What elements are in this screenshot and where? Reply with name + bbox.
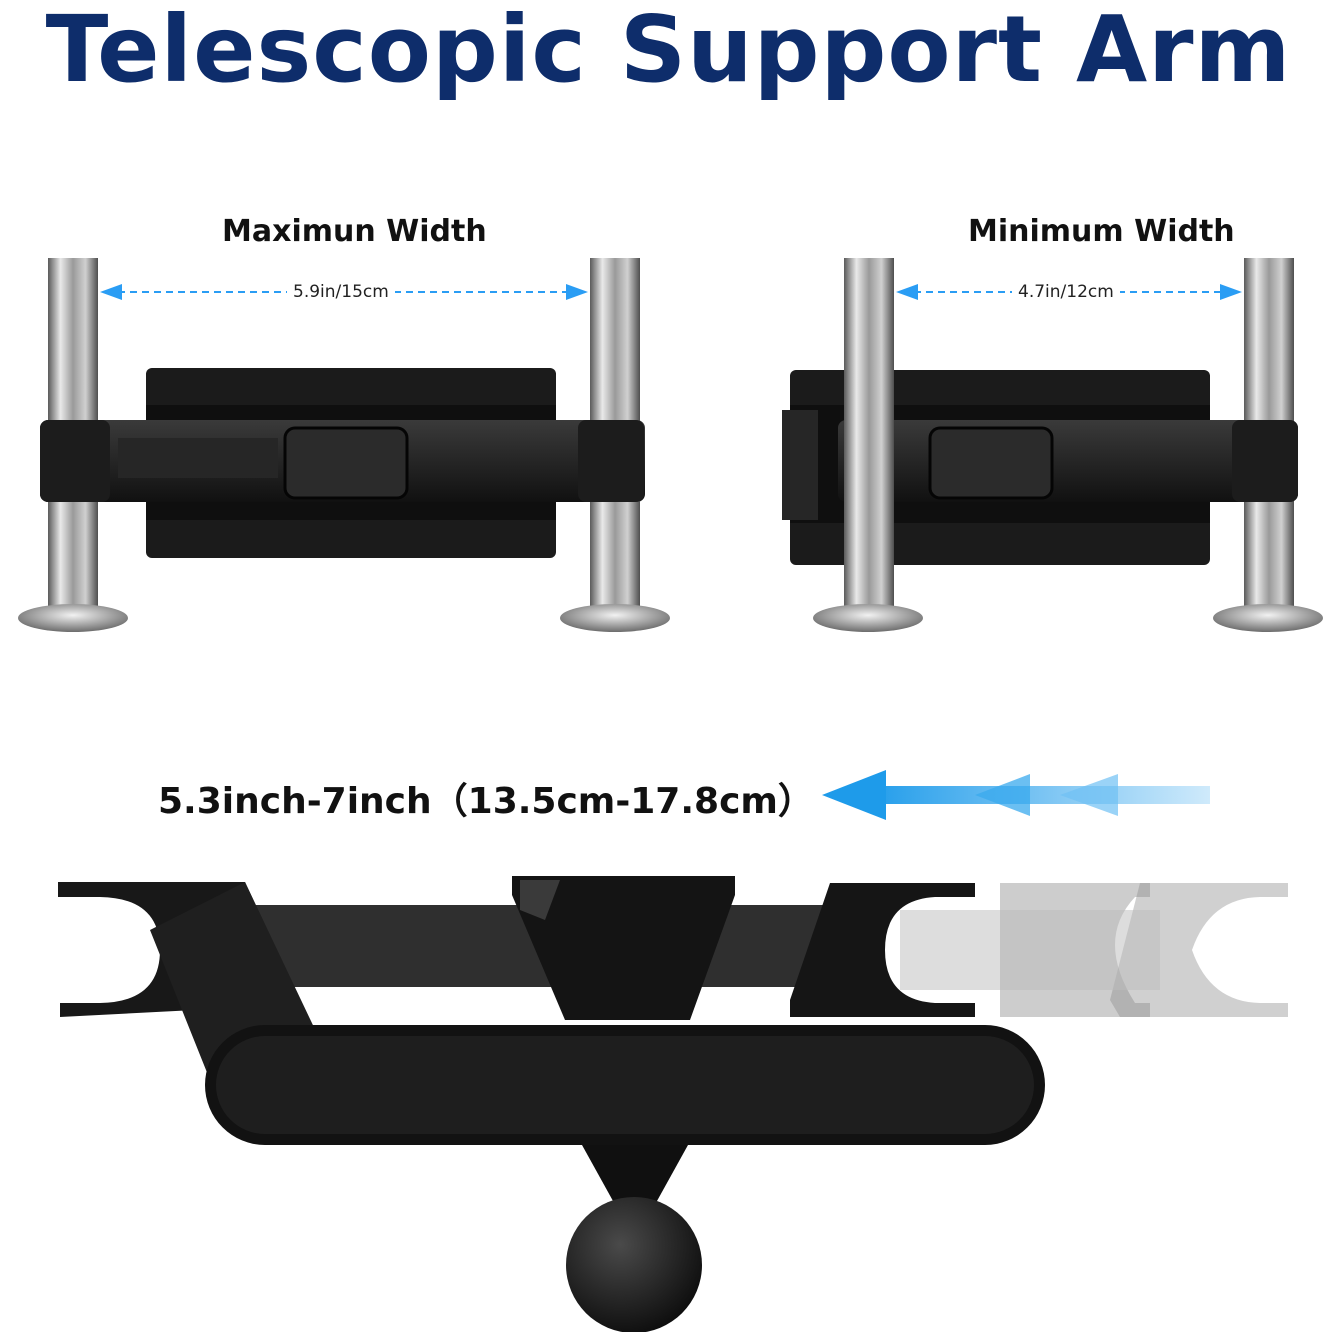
min-width-dimension: 4.7in/12cm: [1012, 282, 1120, 302]
min-width-label: Minimum Width: [968, 214, 1235, 249]
post-base-left: [18, 604, 128, 632]
max-width-label: Maximun Width: [222, 214, 487, 249]
arm-center-joint: [283, 426, 409, 500]
telescopic-arm: [838, 420, 1298, 502]
center-sleeve: [512, 876, 735, 1020]
arrow-head-right: [1220, 284, 1242, 300]
right-clamp: [790, 883, 975, 1017]
arrow-head-left: [896, 284, 918, 300]
max-width-dimension: 5.9in/15cm: [287, 282, 395, 302]
telescopic-arm-closeup: [58, 876, 1288, 1332]
arrow-head-left: [100, 284, 122, 300]
extension-motion-arrow: [822, 770, 1210, 820]
post-base-left: [813, 604, 923, 632]
min-width-diagram: [782, 258, 1323, 632]
ball-stem: [582, 1145, 688, 1210]
ball-joint: [566, 1197, 702, 1332]
range-text: 5.3inch-7inch（13.5cm-17.8cm）: [158, 781, 814, 822]
page-title: Telescopic Support Arm: [45, 0, 1292, 103]
arrow-head-right: [566, 284, 588, 300]
headrest-post-left: [844, 258, 894, 618]
arm-center-joint: [928, 426, 1054, 500]
post-base-right: [560, 604, 670, 632]
post-base-right: [1213, 604, 1323, 632]
max-width-diagram: [18, 258, 670, 632]
